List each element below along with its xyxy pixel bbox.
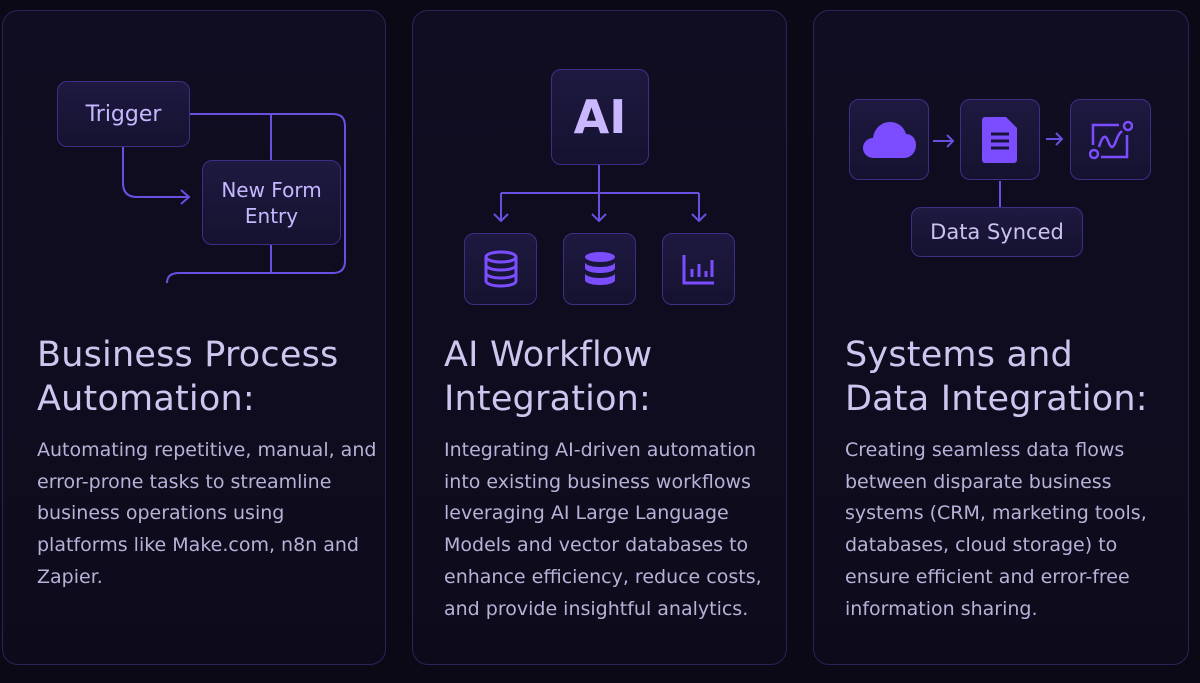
card-description: Integrating AI-driven automation into ex… xyxy=(444,439,762,620)
arrow-icon xyxy=(493,213,707,223)
arrow-icon xyxy=(933,134,955,148)
cloud-icon xyxy=(863,121,916,158)
database-icon xyxy=(484,250,517,288)
arrow-icon xyxy=(180,189,191,205)
document-node xyxy=(960,99,1040,180)
ai-tree-diagram xyxy=(493,165,707,223)
analytics-node xyxy=(662,233,735,305)
analytics-node xyxy=(1070,99,1151,180)
chart-icon xyxy=(682,255,714,285)
trigger-node: Trigger xyxy=(57,81,190,147)
data-synced-status: Data Synced xyxy=(911,207,1083,257)
document-icon xyxy=(982,116,1017,163)
new-form-entry-node: New Form Entry xyxy=(202,160,341,245)
ai-node: AI xyxy=(551,69,649,165)
connector-line xyxy=(500,165,700,221)
workflow-diagram xyxy=(122,113,346,284)
card-description: Creating seamless data flows between dis… xyxy=(845,439,1147,620)
database-node xyxy=(563,233,636,305)
cloud-node xyxy=(849,99,929,180)
connector-line xyxy=(122,147,189,198)
connector-line xyxy=(166,113,346,284)
data-flow-diagram xyxy=(933,132,1064,207)
database-node xyxy=(464,233,537,305)
card-description: Automating repetitive, manual, and error… xyxy=(37,439,377,588)
arrow-icon xyxy=(1046,132,1064,146)
database-icon xyxy=(584,252,615,285)
analytics-icon xyxy=(1088,120,1133,159)
